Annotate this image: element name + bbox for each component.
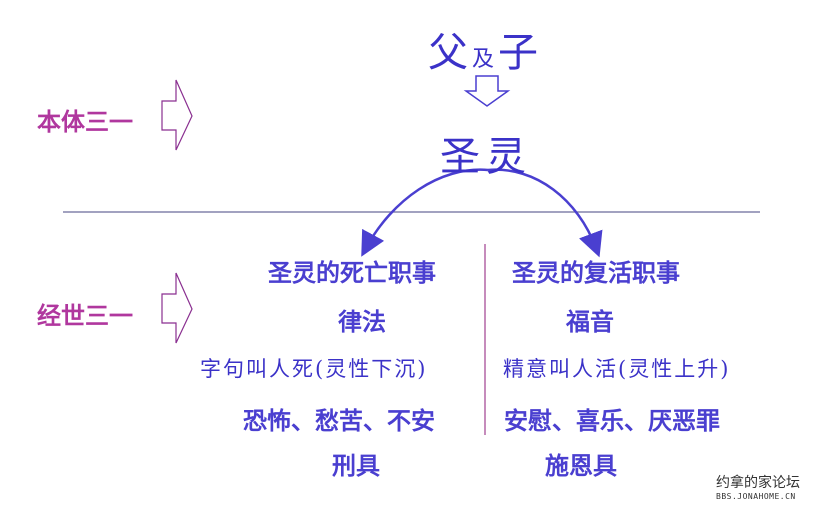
watermark-name: 约拿的家论坛 xyxy=(716,475,800,491)
down-block-arrow xyxy=(463,75,511,107)
law-text: 律法 xyxy=(338,308,386,336)
death-ministry-heading: 圣灵的死亡职事 xyxy=(268,259,436,287)
right-block-arrow-1 xyxy=(161,79,193,151)
curve-arrow-left xyxy=(361,168,489,257)
punishment-instrument-text: 刑具 xyxy=(332,452,380,480)
fear-feelings-text: 恐怖、愁苦、不安 xyxy=(243,407,435,435)
comfort-feelings-text: 安慰、喜乐、厌恶罪 xyxy=(504,407,720,435)
watermark-url: BBS.JONAHOME.CN xyxy=(716,492,796,501)
economic-trinity-label: 经世三一 xyxy=(37,302,133,330)
holy-spirit-heading: 圣灵 xyxy=(440,134,532,180)
right-block-arrow-2 xyxy=(161,272,193,344)
father-text: 父 xyxy=(428,30,468,76)
son-text: 子 xyxy=(498,30,539,76)
and-text: 及 xyxy=(472,47,495,72)
gospel-text: 福音 xyxy=(566,308,614,336)
letter-kills-text: 字句叫人死(灵性下沉) xyxy=(200,357,428,381)
curve-arrow-right xyxy=(487,168,603,258)
grace-instrument-text: 施恩具 xyxy=(545,452,617,480)
spirit-gives-life-text: 精意叫人活(灵性上升) xyxy=(503,357,731,381)
immanent-trinity-label: 本体三一 xyxy=(37,108,133,136)
father-and-son-heading: 父及子 xyxy=(428,20,538,78)
resurrection-ministry-heading: 圣灵的复活职事 xyxy=(512,259,680,287)
